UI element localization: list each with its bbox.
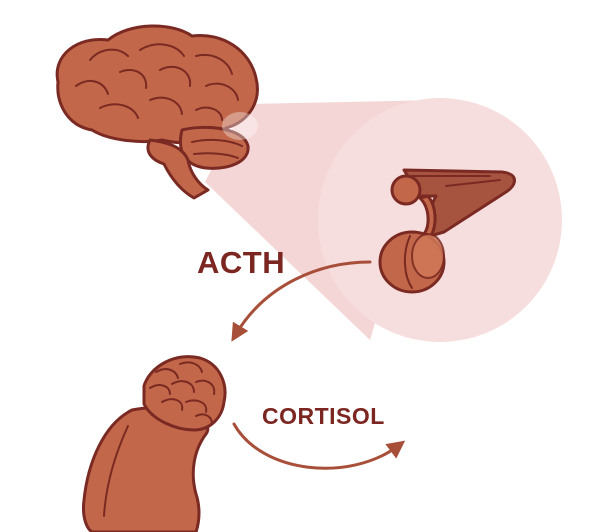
pituitary-gland-icon <box>378 168 516 294</box>
acth-arrow <box>231 260 372 342</box>
cortisol-label: CORTISOL <box>262 403 385 429</box>
adrenal-gland-icon <box>82 355 227 532</box>
acth-label: ACTH <box>197 245 286 280</box>
cortisol-arrow <box>232 422 406 470</box>
brain-icon <box>55 24 259 200</box>
